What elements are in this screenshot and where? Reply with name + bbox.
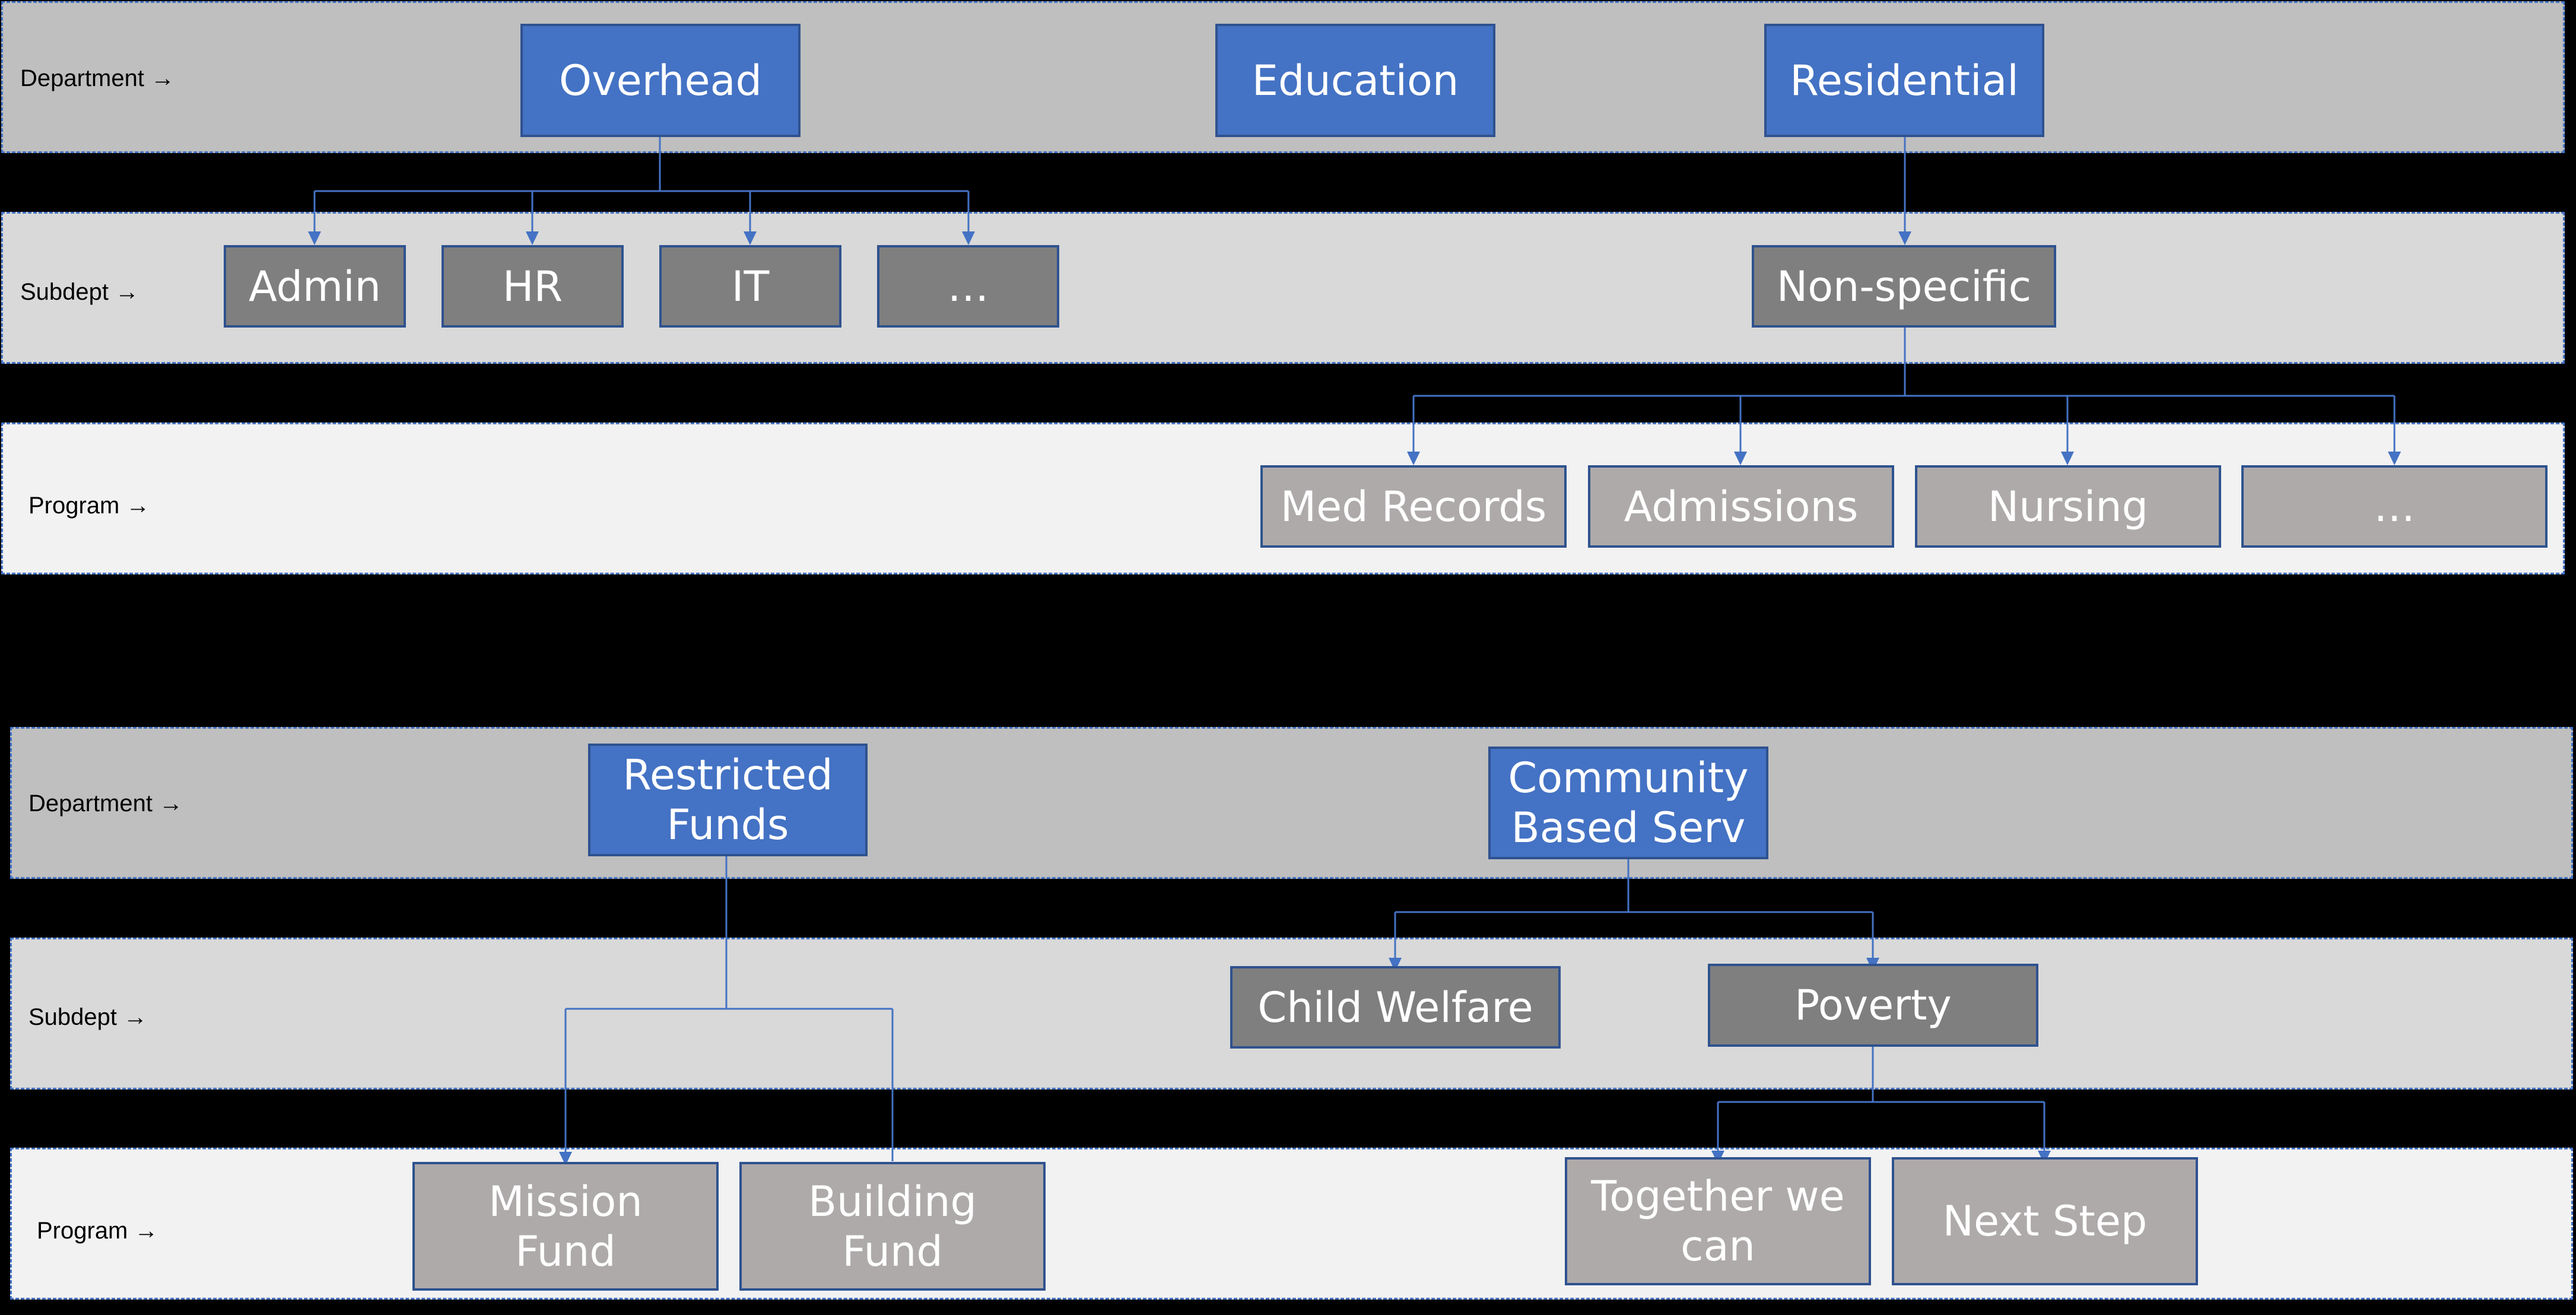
node-med-records: Med Records [1260,465,1567,548]
node-restricted-funds: Restricted Funds [588,744,868,856]
node-education: Education [1215,24,1495,137]
diagram1-subdept-row-label: Subdept → [20,279,139,305]
diagram2-department-band [10,727,2573,879]
node-non-specific: Non-specific [1752,245,2056,328]
diagram2-program-row-label: Program → [37,1218,158,1244]
node-program-ellipsis: … [2241,465,2548,548]
node-hr: HR [441,245,624,328]
node-mission-fund: Mission Fund [412,1162,719,1291]
node-it: IT [659,245,841,328]
node-building-fund: Building Fund [739,1162,1046,1291]
node-residential: Residential [1764,24,2044,137]
node-nursing: Nursing [1915,465,2221,548]
node-next-step: Next Step [1892,1157,2198,1285]
node-subdept-ellipsis: … [877,245,1059,328]
diagram1-subdept-band [1,212,2565,364]
diagram2-department-row-label: Department → [28,790,183,817]
node-poverty: Poverty [1708,964,2038,1047]
diagram1-program-row-label: Program → [28,493,150,519]
node-together-we-can: Together we can [1565,1157,1871,1285]
node-admin: Admin [224,245,406,328]
diagram2-subdept-row-label: Subdept → [28,1004,148,1030]
node-child-welfare: Child Welfare [1230,966,1561,1049]
diagram1-department-row-label: Department → [20,65,175,91]
node-community-based-serv: Community Based Serv [1488,747,1768,859]
node-admissions: Admissions [1588,465,1894,548]
node-overhead: Overhead [520,24,801,137]
